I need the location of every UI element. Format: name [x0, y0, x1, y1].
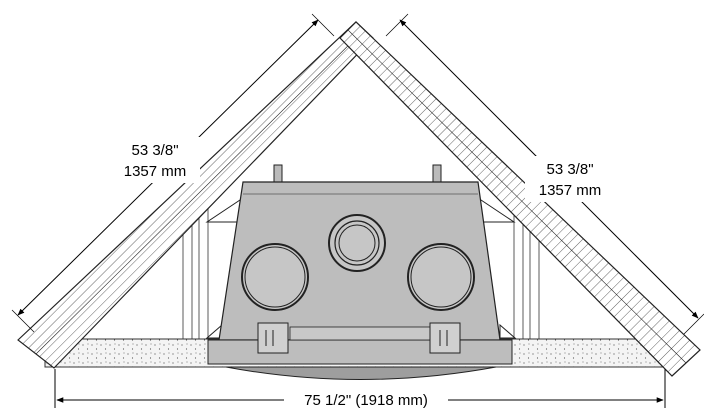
right-wall-dimension-imperial: 53 3/8"	[546, 161, 593, 178]
right-wall-dimension-metric: 1357 mm	[539, 182, 602, 199]
left-wall-dimension-imperial: 53 3/8"	[131, 142, 178, 159]
vent-plates	[257, 322, 461, 354]
fireplace-unit	[205, 164, 517, 380]
left-wall-dimension-metric: 1357 mm	[124, 163, 187, 180]
width-dimension-label: 75 1/2" (1918 mm)	[304, 392, 428, 409]
width-dimension-line	[54, 369, 666, 408]
